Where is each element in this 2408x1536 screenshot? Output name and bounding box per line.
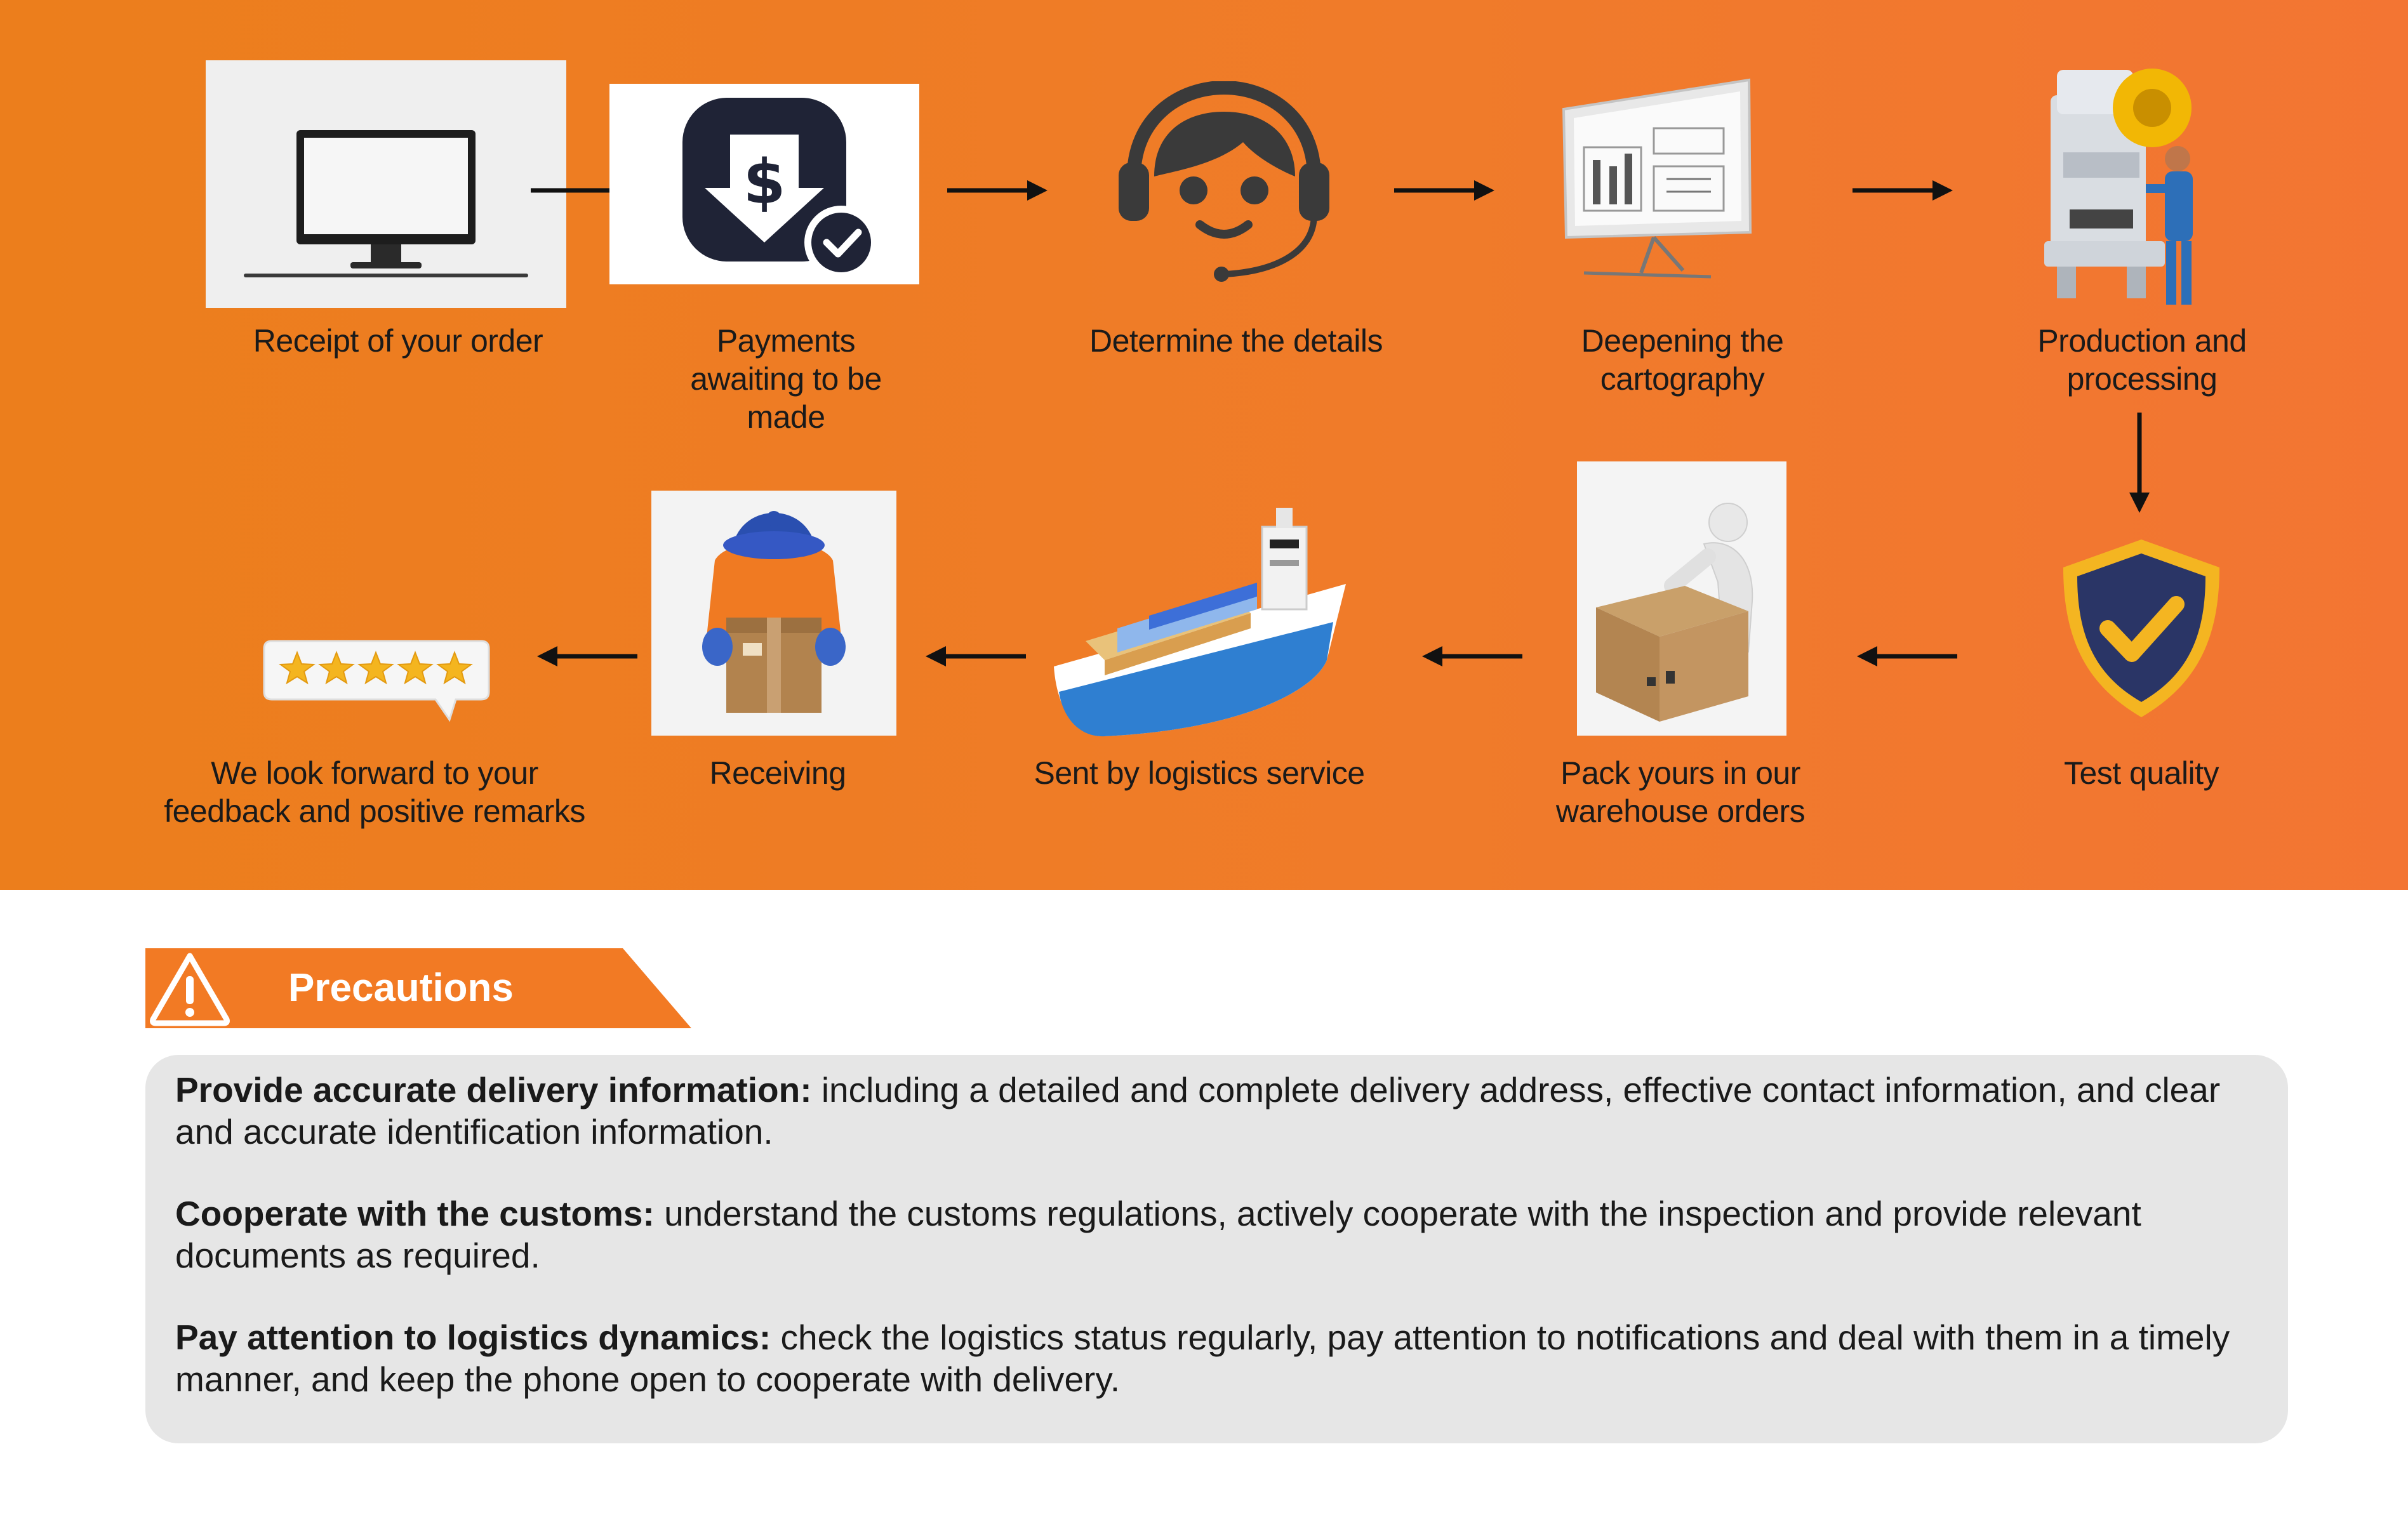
quality-image	[2049, 533, 2233, 724]
step-label-pack: Pack yours in our warehouse orders	[1555, 755, 1806, 829]
receiving-image	[651, 491, 896, 736]
step-label-logistics: Sent by logistics service	[1034, 755, 1365, 791]
production-image	[2032, 57, 2216, 311]
step-label-receiving: Receiving	[709, 755, 846, 791]
details-image	[1110, 81, 1338, 284]
shield-check-icon	[2063, 540, 2219, 717]
screen-drawing-icon	[1562, 78, 1752, 279]
logistics-image	[1048, 501, 1359, 743]
cargo-ship-icon	[1054, 508, 1346, 737]
flow-arrow	[1853, 179, 1953, 202]
step-label-cartography: Deepening the cartography	[1581, 323, 1784, 397]
process-banner: Receipt of your order $ Payments awaitin…	[0, 0, 2408, 890]
five-star-rating-icon	[263, 640, 490, 722]
note-heading: Provide accurate delivery information:	[175, 1070, 812, 1109]
dollar-download-icon: $	[609, 84, 919, 284]
note-item: Cooperate with the customs: understand t…	[175, 1193, 2263, 1276]
precautions-notes: Provide accurate delivery information: i…	[145, 1055, 2288, 1443]
feedback-image	[259, 635, 494, 724]
flow-arrow	[1394, 179, 1494, 202]
pack-image	[1577, 461, 1786, 736]
step-label-receipt: Receipt of your order	[253, 323, 543, 359]
headset-agent-icon	[1119, 81, 1329, 282]
note-item: Provide accurate delivery information: i…	[175, 1069, 2263, 1153]
svg-text:$: $	[743, 147, 786, 218]
note-item: Pay attention to logistics dynamics: che…	[175, 1316, 2263, 1400]
step-label-quality: Test quality	[2063, 755, 2219, 791]
delivery-person-box-icon	[651, 491, 896, 736]
flow-arrow	[1857, 645, 1957, 668]
step-label-details: Determine the details	[1089, 323, 1383, 359]
receipt-image	[206, 60, 566, 308]
precautions-title: Precautions	[288, 966, 514, 1010]
note-text: understand the customs regulations, acti…	[175, 1194, 2141, 1275]
flow-arrow-down	[2128, 413, 2151, 513]
note-heading: Pay attention to logistics dynamics:	[175, 1318, 771, 1357]
person-packing-box-icon	[1577, 461, 1786, 736]
precautions-header: Precautions	[145, 948, 691, 1028]
flow-arrow	[947, 179, 1048, 202]
note-heading: Cooperate with the customs:	[175, 1194, 655, 1233]
step-label-production: Production and processing	[2037, 323, 2247, 397]
flow-arrow	[1422, 645, 1522, 668]
flow-arrow	[926, 645, 1026, 668]
note-text: including a detailed and complete delive…	[175, 1070, 2221, 1151]
step-label-feedback: We look forward to your feedback and pos…	[164, 755, 585, 829]
note-text: check the logistics status regularly, pa…	[175, 1318, 2230, 1399]
monitor-icon	[206, 60, 566, 308]
flow-arrow	[537, 645, 637, 668]
press-machine-worker-icon	[2044, 69, 2193, 305]
payment-image: $	[609, 84, 919, 284]
warning-triangle-icon	[150, 953, 230, 1026]
step-label-payment: Payments awaiting to be made	[690, 323, 882, 435]
cartography-image	[1559, 71, 1755, 287]
